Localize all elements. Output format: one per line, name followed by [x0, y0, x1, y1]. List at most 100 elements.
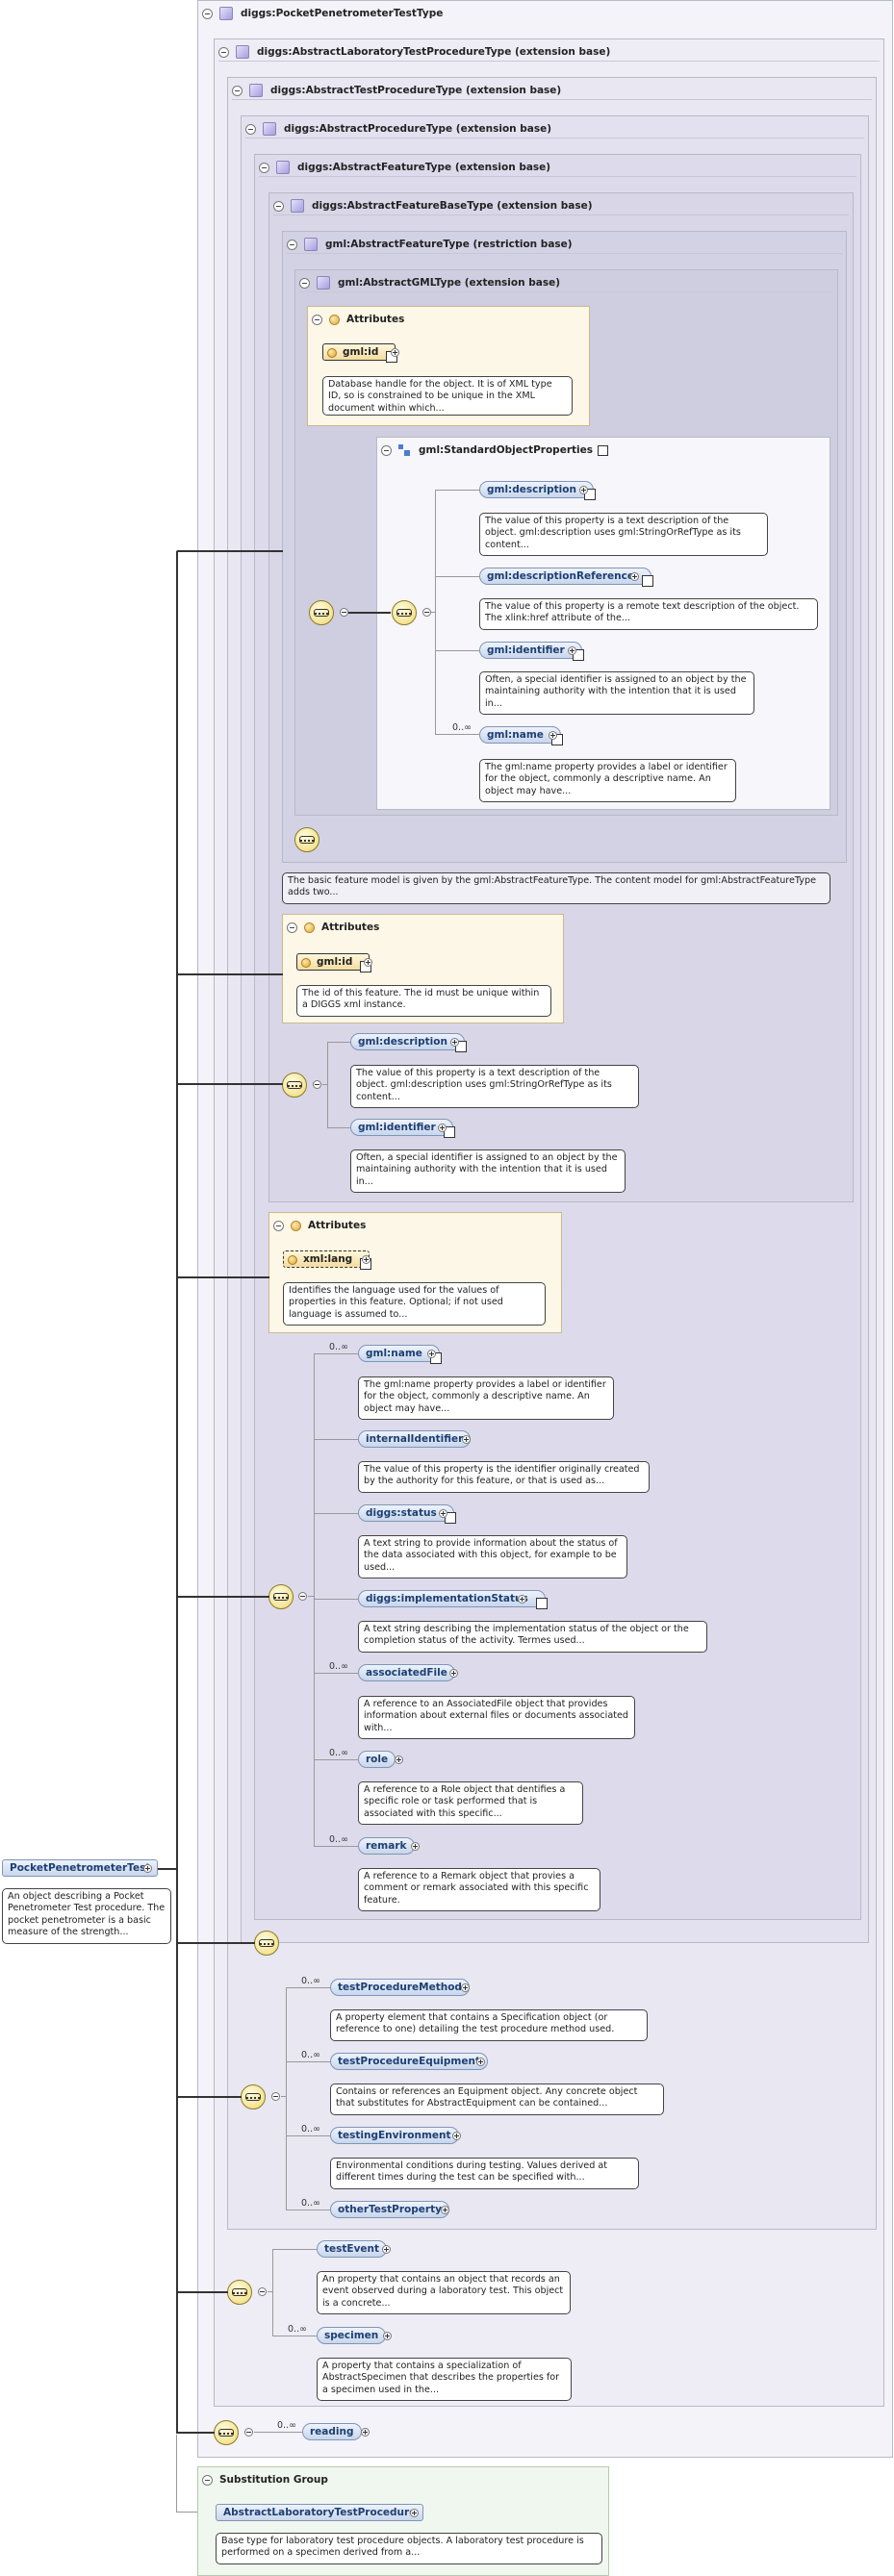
attribute-xml-lang[interactable]: xml:lang: [283, 1250, 372, 1270]
expand-icon[interactable]: [438, 1124, 447, 1132]
connector-line: [314, 1513, 358, 1514]
connector-line: [176, 1083, 283, 1085]
expand-icon[interactable]: [383, 2332, 392, 2340]
connector-line: [272, 2249, 273, 2336]
element-specimen[interactable]: specimen: [317, 2327, 387, 2344]
expand-icon[interactable]: [391, 348, 399, 357]
expand-icon[interactable]: [449, 1669, 458, 1678]
connector-line: [435, 490, 479, 491]
expand-icon[interactable]: [568, 646, 576, 655]
element-diggs-implementation-status[interactable]: diggs:implementationStatus: [358, 1590, 548, 1609]
attributes-title: Attributes: [308, 1220, 367, 1231]
expand-icon[interactable]: [395, 1755, 403, 1764]
expand-icon[interactable]: [362, 1255, 370, 1264]
attribute-icon: [291, 1220, 301, 1231]
connector-line: [314, 1846, 358, 1847]
element-gml-description-reference[interactable]: gml:descriptionReference: [479, 568, 653, 587]
attribute-gml-id[interactable]: gml:id: [322, 343, 398, 363]
collapse-toggle[interactable]: [232, 85, 243, 96]
collapse-toggle[interactable]: [218, 46, 229, 58]
collapse-toggle[interactable]: [271, 2092, 280, 2101]
expand-icon[interactable]: [411, 1842, 420, 1851]
connector-line: [176, 1942, 255, 1944]
collapse-toggle[interactable]: [287, 239, 297, 250]
expand-icon[interactable]: [579, 486, 588, 494]
collapse-toggle[interactable]: [340, 608, 348, 617]
expand-icon[interactable]: [439, 1509, 447, 1518]
element-internal-identifier[interactable]: internalIdentifier: [358, 1430, 472, 1448]
element-gml-identifier[interactable]: gml:identifier: [479, 642, 584, 661]
documentation-text: The value of this property is the identi…: [358, 1461, 650, 1493]
element-gml-name[interactable]: gml:name: [479, 726, 563, 745]
connector-line: [286, 1987, 330, 1988]
collapse-toggle[interactable]: [202, 8, 213, 19]
complex-type-icon: [291, 199, 304, 213]
collapse-toggle[interactable]: [258, 2287, 267, 2296]
expand-icon[interactable]: [461, 1983, 470, 1992]
collapse-toggle[interactable]: [312, 314, 322, 325]
documentation-text: A reference to a Remark object that prov…: [358, 1868, 600, 1911]
connector-line: [176, 551, 178, 2433]
connector-line: [314, 1759, 358, 1760]
collapse-toggle[interactable]: [299, 277, 310, 289]
expand-icon[interactable]: [364, 958, 372, 967]
element-gml-name[interactable]: gml:name: [358, 1345, 442, 1364]
collapse-toggle[interactable]: [259, 162, 269, 173]
expand-icon[interactable]: [630, 572, 639, 581]
root-element-pocket-penetrometer-test[interactable]: PocketPenetrometerTest: [2, 1859, 159, 1877]
element-other-test-property[interactable]: otherTestProperty: [330, 2201, 449, 2218]
element-role[interactable]: role: [358, 1751, 396, 1768]
element-testing-environment[interactable]: testingEnvironment: [330, 2127, 459, 2144]
element-gml-description[interactable]: gml:description: [350, 1033, 467, 1052]
documentation-text: Often, a special identifier is assigned …: [350, 1149, 626, 1193]
connector-line: [314, 1353, 358, 1354]
documentation-text: A reference to an AssociatedFile object …: [358, 1696, 635, 1739]
element-associated-file[interactable]: associatedFile: [358, 1664, 455, 1681]
connector-line: [286, 2061, 330, 2062]
connector-line: [348, 612, 391, 614]
expand-icon[interactable]: [361, 2428, 370, 2437]
collapse-toggle[interactable]: [287, 922, 297, 933]
group-icon: [398, 444, 411, 456]
type-title: diggs:AbstractTestProcedureType (extensi…: [270, 85, 562, 96]
expand-icon[interactable]: [549, 731, 557, 740]
expand-icon[interactable]: [143, 1864, 152, 1873]
connector-line: [176, 2291, 228, 2293]
element-reading[interactable]: reading: [302, 2423, 362, 2440]
attribute-icon: [329, 314, 340, 325]
attributes-title: Attributes: [346, 314, 405, 325]
collapse-toggle[interactable]: [202, 2474, 213, 2486]
collapse-toggle[interactable]: [273, 1220, 284, 1231]
expand-icon[interactable]: [518, 1595, 526, 1604]
documentation-text: The id of this feature. The id must be u…: [296, 985, 551, 1017]
documentation-text: Often, a special identifier is assigned …: [479, 671, 754, 715]
element-gml-description[interactable]: gml:description: [479, 481, 596, 500]
expand-icon[interactable]: [476, 2058, 485, 2066]
element-abstract-laboratory-test-procedure[interactable]: AbstractLaboratoryTestProcedure: [216, 2504, 424, 2521]
collapse-toggle[interactable]: [422, 608, 431, 617]
element-diggs-status[interactable]: diggs:status: [358, 1504, 456, 1524]
expand-icon[interactable]: [462, 1435, 471, 1444]
expand-icon[interactable]: [427, 1350, 436, 1358]
expand-icon[interactable]: [410, 2509, 419, 2517]
collapse-toggle[interactable]: [245, 123, 256, 135]
expand-icon[interactable]: [450, 1038, 459, 1047]
element-gml-identifier[interactable]: gml:identifier: [350, 1119, 455, 1138]
connector-line: [281, 2096, 286, 2097]
collapse-toggle[interactable]: [313, 1080, 321, 1089]
collapse-toggle[interactable]: [298, 1592, 307, 1601]
expand-icon[interactable]: [441, 2206, 449, 2214]
sequence-icon: [309, 600, 334, 625]
collapse-toggle[interactable]: [273, 200, 284, 212]
expand-icon[interactable]: [452, 2132, 461, 2140]
element-remark[interactable]: remark: [358, 1837, 415, 1855]
element-test-procedure-equipment[interactable]: testProcedureEquipment: [330, 2053, 488, 2070]
element-test-event[interactable]: testEvent: [317, 2240, 388, 2258]
element-test-procedure-method[interactable]: testProcedureMethod: [330, 1979, 470, 1996]
collapse-toggle[interactable]: [244, 2428, 253, 2437]
collapse-toggle[interactable]: [381, 444, 392, 456]
connector-line: [308, 1596, 314, 1597]
reference-arrow-icon: [598, 444, 608, 456]
attribute-gml-id[interactable]: gml:id: [296, 953, 372, 972]
expand-icon[interactable]: [382, 2245, 391, 2254]
